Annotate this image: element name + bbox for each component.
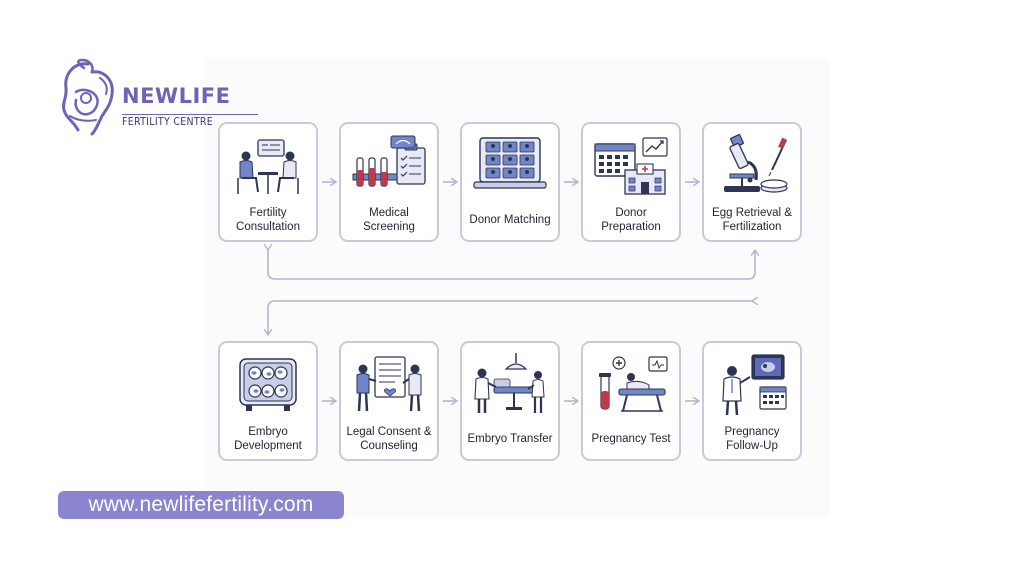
donor-profiles-icon bbox=[473, 137, 547, 189]
website-url[interactable]: www.newlifefertility.com bbox=[58, 491, 344, 519]
microscope-icon bbox=[724, 134, 788, 193]
step-label: Donor Matching bbox=[469, 214, 551, 227]
step-label: Pregnancy Follow-Up bbox=[724, 426, 780, 452]
brand-subtitle: FERTILITY CENTRE bbox=[122, 114, 258, 128]
step-label: Legal Consent & Counseling bbox=[346, 426, 432, 452]
step-embryo-development: Embryo Development bbox=[218, 341, 318, 461]
step-label: Donor Preparation bbox=[601, 207, 661, 233]
calendar-clinic-icon bbox=[594, 137, 668, 195]
brand-logo: NEWLIFE FERTILITY CENTRE bbox=[56, 58, 258, 138]
ultrasound-doctor-icon bbox=[722, 354, 787, 416]
step-label: Pregnancy Test bbox=[591, 433, 671, 446]
step-egg-retrieval: Egg Retrieval & Fertilization bbox=[702, 122, 802, 242]
step-pregnancy-test: Pregnancy Test bbox=[581, 341, 681, 461]
step-label: Embryo Transfer bbox=[467, 433, 553, 446]
step-label: Embryo Development bbox=[234, 426, 302, 452]
step-label: Fertility Consultation bbox=[236, 207, 300, 233]
mother-child-logo-icon bbox=[62, 58, 114, 136]
step-legal-consent: Legal Consent & Counseling bbox=[339, 341, 439, 461]
step-fertility-consultation: Fertility Consultation bbox=[218, 122, 318, 242]
transfer-room-icon bbox=[474, 353, 545, 413]
step-pregnancy-follow-up: Pregnancy Follow-Up bbox=[702, 341, 802, 461]
pregnancy-test-icon bbox=[599, 356, 668, 412]
step-donor-preparation: Donor Preparation bbox=[581, 122, 681, 242]
legal-document-icon bbox=[356, 356, 422, 412]
step-label: Medical Screening bbox=[363, 207, 415, 233]
step-embryo-transfer: Embryo Transfer bbox=[460, 341, 560, 461]
consultation-icon bbox=[237, 139, 299, 194]
step-label: Egg Retrieval & Fertilization bbox=[712, 207, 792, 233]
step-medical-screening: Medical Screening bbox=[339, 122, 439, 242]
step-donor-matching: Donor Matching bbox=[460, 122, 560, 242]
test-tubes-icon bbox=[352, 135, 426, 187]
brand-name: NEWLIFE bbox=[122, 84, 231, 108]
embryo-dish-icon bbox=[239, 358, 297, 411]
